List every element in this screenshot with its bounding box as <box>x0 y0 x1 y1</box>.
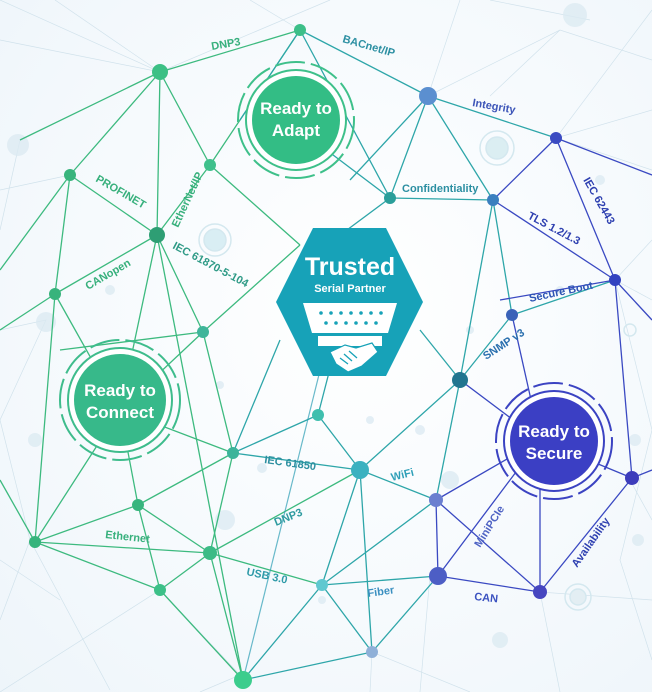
label-confidentiality: Confidentiality <box>402 183 479 195</box>
serial-port-handshake-icon <box>303 303 397 373</box>
node <box>366 646 378 658</box>
node <box>609 274 621 286</box>
label-iec61850: IEC 61850 <box>264 454 317 473</box>
node <box>452 372 468 388</box>
node <box>132 499 144 511</box>
node <box>487 194 499 206</box>
label-integrity: Integrity <box>471 97 517 117</box>
node <box>625 471 639 485</box>
badge-adapt-line1: Ready to <box>260 99 332 118</box>
label-dnp3-top: DNP3 <box>210 36 241 53</box>
nodes <box>29 24 639 689</box>
background-rings <box>198 130 637 611</box>
label-can: CAN <box>474 591 499 605</box>
node <box>49 288 61 300</box>
badge-secure-line1: Ready to <box>518 422 590 441</box>
node <box>312 409 324 421</box>
label-tls: TLS 1.2/1.3 <box>526 210 582 248</box>
node <box>64 169 76 181</box>
node <box>154 584 166 596</box>
badge-connect-line1: Ready to <box>84 381 156 400</box>
node <box>234 671 252 689</box>
node <box>149 227 165 243</box>
label-profinet: PROFINET <box>94 173 148 211</box>
node <box>294 24 306 36</box>
node <box>506 309 518 321</box>
badge-ready-to-adapt: Ready to Adapt <box>237 61 355 179</box>
hub-subtitle: Serial Partner <box>314 283 386 295</box>
trusted-serial-partner-hub: Trusted Serial Partner <box>276 228 423 376</box>
node <box>316 579 328 591</box>
node <box>227 447 239 459</box>
label-wifi: WiFi <box>390 467 415 484</box>
badge-ready-to-connect: Ready to Connect <box>59 339 181 461</box>
label-fiber: Fiber <box>367 584 396 600</box>
badge-connect-line2: Connect <box>86 403 154 422</box>
label-ethernet: Ethernet <box>105 529 151 546</box>
node <box>29 536 41 548</box>
label-secure-boot: Secure Boot <box>528 280 594 305</box>
hub-title: Trusted <box>305 253 395 281</box>
node <box>204 159 216 171</box>
badge-adapt-line2: Adapt <box>272 121 321 140</box>
node <box>533 585 547 599</box>
label-ethernet-ip: EtherNet/IP <box>170 170 206 229</box>
node <box>429 493 443 507</box>
node <box>203 546 217 560</box>
node <box>384 192 396 204</box>
node <box>429 567 447 585</box>
badge-ready-to-secure: Ready to Secure <box>495 382 613 500</box>
label-minipcie: MiniPCIe <box>472 504 507 550</box>
label-availability: Availability <box>570 515 613 570</box>
node <box>351 461 369 479</box>
node <box>550 132 562 144</box>
badge-secure-line2: Secure <box>526 444 583 463</box>
background-bubbles <box>7 3 644 648</box>
node <box>197 326 209 338</box>
node <box>419 87 437 105</box>
node <box>152 64 168 80</box>
